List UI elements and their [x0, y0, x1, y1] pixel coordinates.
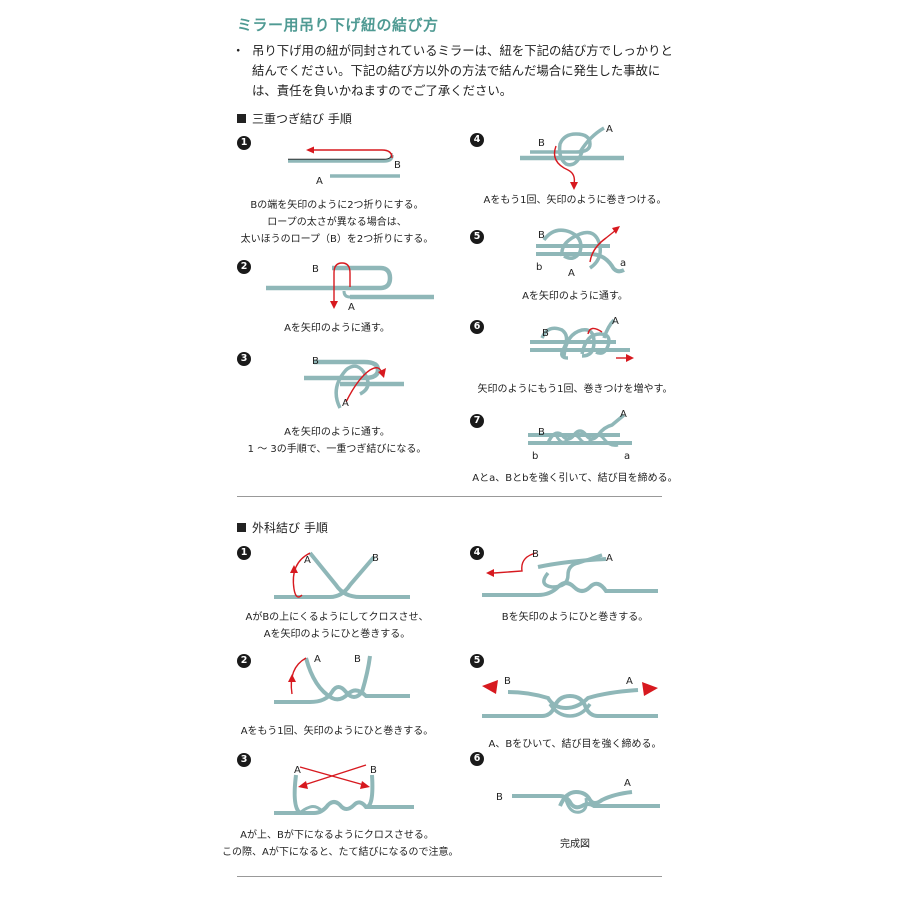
diagram-step-1-7: B b A a: [520, 405, 650, 463]
rope-label: B: [312, 264, 319, 275]
rope-label: B: [394, 160, 401, 171]
step-number: 3: [237, 352, 251, 366]
diagram-step-2-5: B A: [478, 668, 668, 730]
caption-line: A、Bをひいて、結び目を強く締める。: [465, 736, 685, 753]
rope-label: A: [606, 124, 613, 135]
step-caption: 完成図: [465, 836, 685, 853]
step-number: 5: [470, 230, 484, 244]
step-number: 2: [237, 654, 251, 668]
step-caption: AがBの上にくるようにしてクロスさせ、 Aを矢印のようにひと巻きする。: [237, 609, 437, 643]
rope-label: A: [314, 654, 321, 665]
step-caption: Bの端を矢印のように2つ折りにする。 ロープの太さが異なる場合は、 太いほうのロ…: [237, 197, 437, 248]
caption-line: 矢印のようにもう1回、巻きつけを増やす。: [465, 381, 685, 398]
rope-label: B: [542, 328, 549, 339]
diagram-step-1-1: B A: [270, 135, 420, 195]
step-caption: Aを矢印のように通す。 1 ～ 3の手順で、一重つぎ結びになる。: [237, 424, 437, 458]
rope-label: a: [620, 258, 626, 269]
step-number: 2: [237, 260, 251, 274]
rope-label: B: [538, 427, 545, 438]
rope-label: A: [606, 553, 613, 564]
rope-label: A: [342, 398, 349, 409]
rope-label: A: [620, 409, 627, 420]
caption-line: Aを矢印のように通す。: [465, 288, 685, 305]
step-caption: Aを矢印のように通す。: [237, 320, 437, 337]
rope-label: b: [536, 262, 542, 273]
diagram-step-1-6: B A: [520, 312, 650, 374]
step-number: 5: [470, 654, 484, 668]
rope-label: B: [496, 792, 503, 803]
rope-label: B: [370, 765, 377, 776]
page-title: ミラー用吊り下げ紐の結び方: [237, 14, 439, 35]
step-number: 3: [237, 753, 251, 767]
diagram-step-1-4: B A: [520, 122, 640, 192]
intro-text: 吊り下げ用の紐が同封されているミラーは、紐を下記の結び方でしっかりと結んでくださ…: [252, 41, 682, 101]
rope-label: b: [532, 451, 538, 462]
caption-line: 1 ～ 3の手順で、一重つぎ結びになる。: [237, 441, 437, 458]
square-bullet-icon: [237, 114, 246, 123]
diagram-step-2-4: B A: [478, 543, 668, 607]
caption-line: Bを矢印のようにひと巻きする。: [465, 609, 685, 626]
step-number: 1: [237, 546, 251, 560]
caption-line: AがBの上にくるようにしてクロスさせ、: [237, 609, 437, 626]
rope-label: B: [372, 553, 379, 564]
caption-line: ロープの太さが異なる場合は、: [237, 214, 437, 231]
rope-label: B: [312, 356, 319, 367]
step-number: 6: [470, 752, 484, 766]
caption-line: Aとa、Bとbを強く引いて、結び目を締める。: [465, 470, 685, 487]
rope-label: A: [316, 176, 323, 187]
section-divider: [237, 496, 662, 497]
step-caption: Aをもう1回、矢印のように巻きつける。: [465, 192, 685, 209]
diagram-step-1-2: B A: [262, 255, 442, 315]
step-caption: Aとa、Bとbを強く引いて、結び目を締める。: [465, 470, 685, 487]
step-caption: A、Bをひいて、結び目を強く締める。: [465, 736, 685, 753]
rope-label: A: [612, 316, 619, 327]
caption-line: Aをもう1回、矢印のように巻きつける。: [465, 192, 685, 209]
caption-line: Bの端を矢印のように2つ折りにする。: [237, 197, 437, 214]
step-caption: Aが上、Bが下になるようにクロスさせる。 この際、Aが下になると、たて結びになる…: [222, 827, 452, 861]
step-caption: 矢印のようにもう1回、巻きつけを増やす。: [465, 381, 685, 398]
rope-label: B: [538, 230, 545, 241]
rope-label: A: [304, 555, 311, 566]
diagram-step-2-2: A B: [270, 648, 420, 712]
rope-label: A: [294, 765, 301, 776]
rope-label: a: [624, 451, 630, 462]
step-caption: Aを矢印のように通す。: [465, 288, 685, 305]
rope-label: B: [532, 549, 539, 560]
rope-label: A: [348, 302, 355, 313]
step-number: 7: [470, 414, 484, 428]
diagram-step-2-6: B A: [490, 770, 670, 820]
caption-line: この際、Aが下になると、たて結びになるので注意。: [222, 844, 452, 861]
step-caption: Bを矢印のようにひと巻きする。: [465, 609, 685, 626]
rope-label: B: [504, 676, 511, 687]
caption-line: 太いほうのロープ（B）を2つ折りにする。: [237, 231, 437, 248]
caption-line: Aが上、Bが下になるようにクロスさせる。: [222, 827, 452, 844]
square-bullet-icon: [237, 523, 246, 532]
diagram-step-2-1: A B: [270, 545, 420, 605]
caption-line: Aをもう1回、矢印のようにひと巻きする。: [237, 723, 437, 740]
diagram-step-1-3: B A: [300, 348, 410, 418]
step-number: 1: [237, 136, 251, 150]
step-caption: Aをもう1回、矢印のようにひと巻きする。: [237, 723, 437, 740]
caption-line: Aを矢印のように通す。: [237, 424, 437, 441]
bullet-mark: ・: [232, 41, 244, 61]
caption-line: Aを矢印のように通す。: [237, 320, 437, 337]
section-heading-text: 外科結び 手順: [252, 521, 328, 535]
diagram-step-1-5: B b A a: [520, 218, 640, 284]
caption-line: Aを矢印のようにひと巻きする。: [237, 626, 437, 643]
rope-label: B: [354, 654, 361, 665]
intro-note: ・ 吊り下げ用の紐が同封されているミラーは、紐を下記の結び方でしっかりと結んでく…: [232, 41, 682, 101]
section-heading-surgeons-knot: 外科結び 手順: [237, 519, 328, 536]
step-number: 6: [470, 320, 484, 334]
section-heading-text: 三重つぎ結び 手順: [252, 112, 352, 126]
step-number: 4: [470, 133, 484, 147]
diagram-step-2-3: A B: [270, 755, 420, 825]
rope-label: A: [626, 676, 633, 687]
caption-line: 完成図: [465, 836, 685, 853]
rope-label: B: [538, 138, 545, 149]
rope-label: A: [624, 778, 631, 789]
section-divider: [237, 876, 662, 877]
section-heading-triple-sheet-bend: 三重つぎ結び 手順: [237, 110, 352, 127]
rope-label: A: [568, 268, 575, 279]
